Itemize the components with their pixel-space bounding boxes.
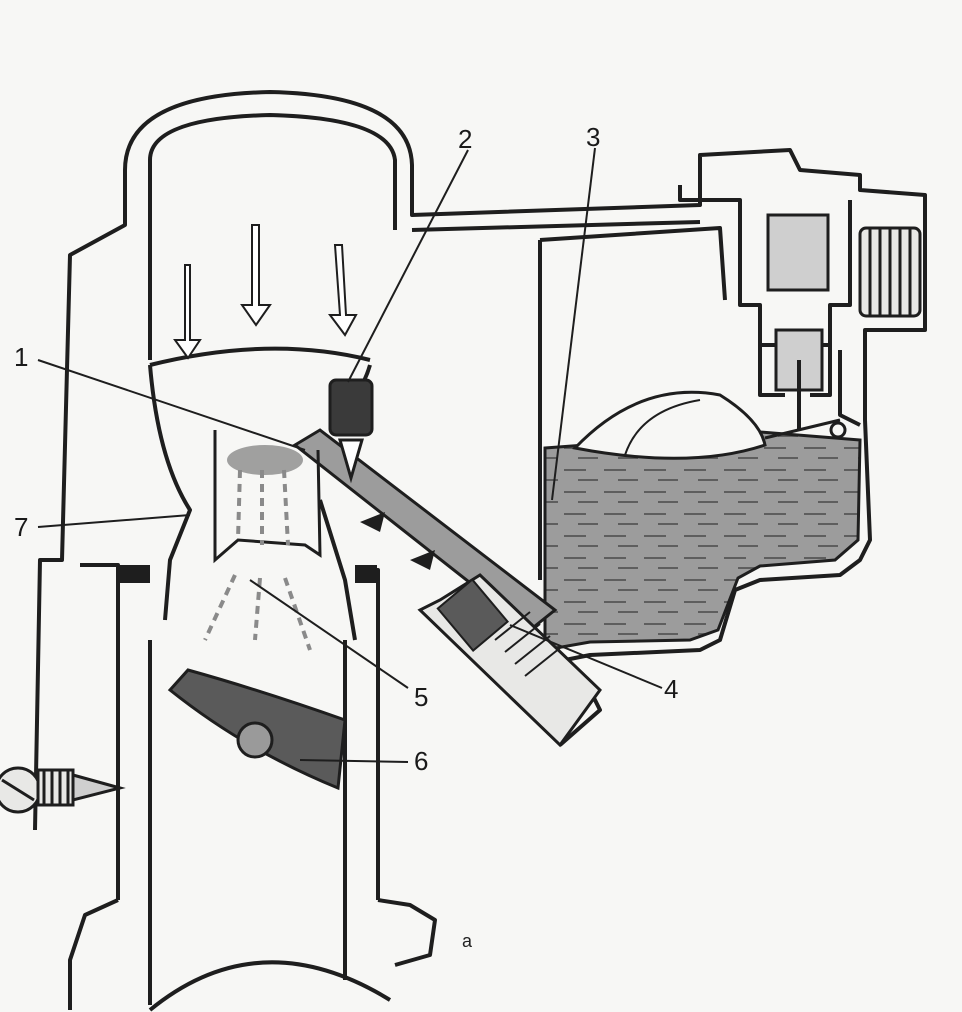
fuel-flow-arrows bbox=[360, 512, 435, 570]
callout-7: 7 bbox=[14, 512, 29, 542]
needle-valve bbox=[766, 213, 830, 430]
float bbox=[572, 390, 767, 460]
fuel-channel bbox=[292, 428, 558, 632]
callout-2: 2 bbox=[458, 124, 473, 154]
float-lever bbox=[764, 418, 841, 440]
leader-lines bbox=[37, 147, 663, 763]
callout-3: 3 bbox=[586, 122, 601, 152]
float-seam bbox=[624, 399, 701, 456]
throttle-shaft bbox=[236, 721, 274, 759]
gasket-left bbox=[120, 565, 150, 583]
callout-5: 5 bbox=[414, 682, 429, 712]
float-pivot bbox=[829, 421, 847, 439]
diffuser bbox=[213, 430, 322, 564]
callout-4: 4 bbox=[664, 674, 679, 704]
air-flow-arrows bbox=[173, 224, 358, 360]
main-jet bbox=[436, 578, 510, 652]
fuel-in-float-chamber bbox=[543, 430, 862, 652]
carburetor-body bbox=[33, 90, 927, 1012]
callout-6: 6 bbox=[414, 746, 429, 776]
callout-1: 1 bbox=[14, 342, 29, 372]
fuel-inlet-threads bbox=[858, 226, 922, 318]
fuel-spray bbox=[203, 469, 312, 651]
idle-adjust-screw bbox=[0, 766, 126, 814]
atomizer bbox=[328, 378, 374, 484]
figure-letter: a bbox=[462, 931, 473, 951]
spray-cloud bbox=[227, 445, 303, 475]
gasket-right bbox=[355, 565, 377, 583]
